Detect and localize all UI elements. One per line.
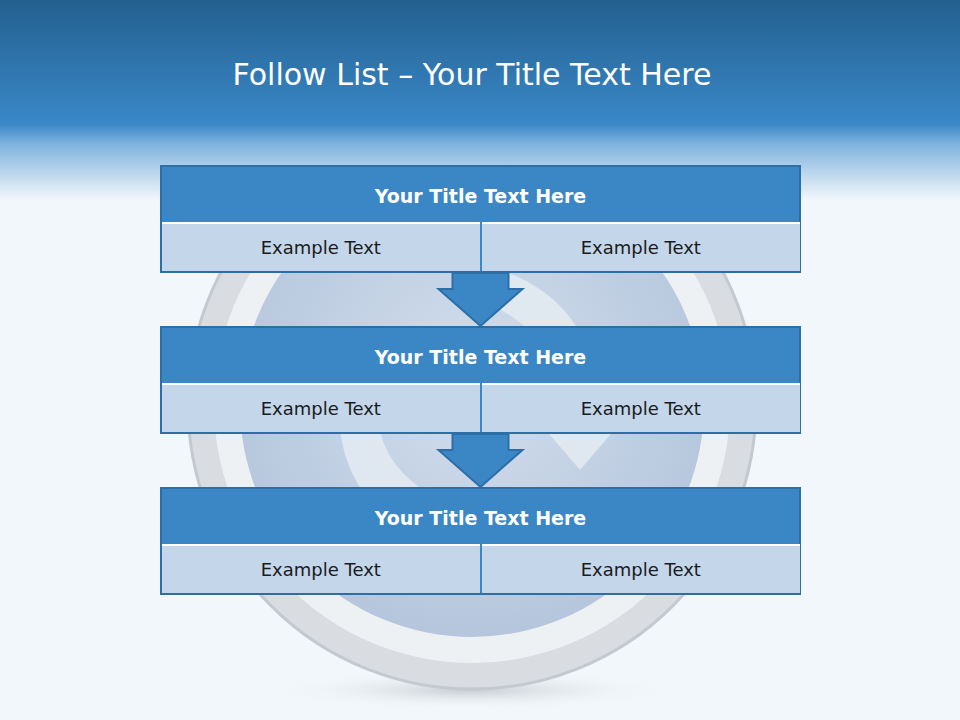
step-cell: Example Text xyxy=(162,544,480,593)
step-box: Your Title Text HereExample Text Example … xyxy=(160,487,801,595)
cell-text: Example Text xyxy=(575,559,707,580)
flow-arrow xyxy=(439,273,523,326)
step-title: Your Title Text Here xyxy=(162,489,799,529)
cell-text: Example Text xyxy=(575,237,707,258)
step-box: Your Title Text HereExample Text Example … xyxy=(160,326,801,434)
cell-text: Example Text xyxy=(255,398,387,419)
cell-text: Example Text xyxy=(255,237,387,258)
step-title: Your Title Text Here xyxy=(162,328,799,368)
flow-arrow xyxy=(439,434,523,487)
step-cell: Example Text xyxy=(482,222,801,271)
slide-title: Follow List – Your Title Text Here xyxy=(0,52,944,98)
cell-text: Example Text xyxy=(255,559,387,580)
step-box: Your Title Text HereExample Text Example … xyxy=(160,165,801,273)
cell-text: Example Text xyxy=(575,398,707,419)
step-cell: Example Text xyxy=(162,383,480,432)
step-title: Your Title Text Here xyxy=(162,167,799,207)
step-cell: Example Text xyxy=(482,544,801,593)
step-cell: Example Text xyxy=(162,222,480,271)
step-cell: Example Text xyxy=(482,383,801,432)
